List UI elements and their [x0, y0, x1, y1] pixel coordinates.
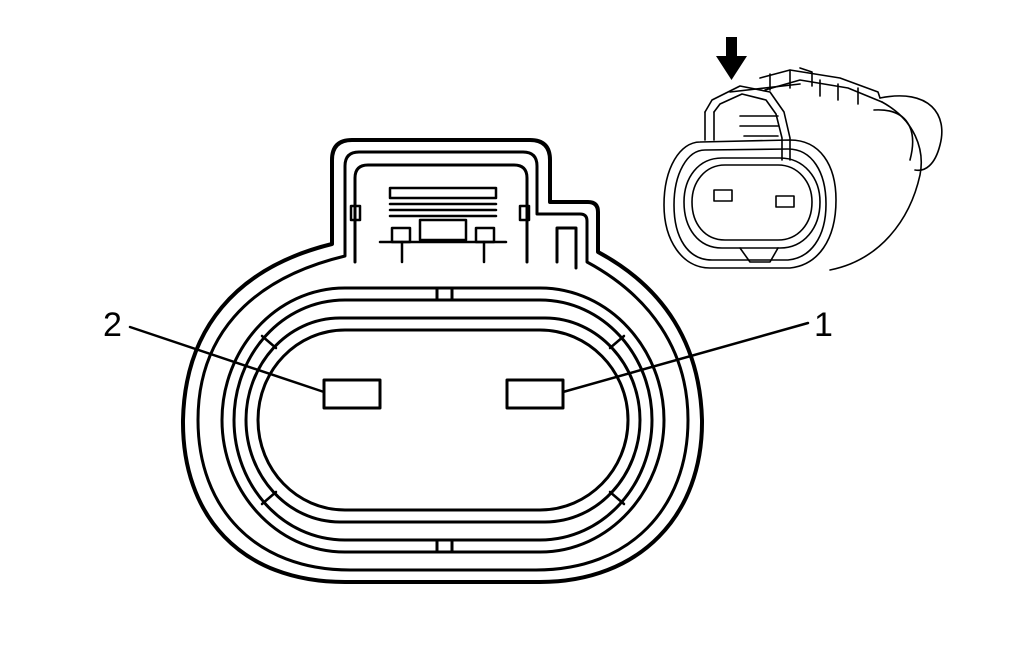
connector-3d-icon [663, 67, 943, 271]
latch-bridge [704, 85, 791, 161]
terminal-3d-right [775, 195, 795, 208]
cavity-tick-tl [260, 334, 278, 350]
seal-inner-ring [232, 298, 654, 542]
terminal-pin-2 [322, 378, 382, 410]
cavity-tick-bl [260, 490, 278, 506]
seal-outer-ring [220, 286, 666, 554]
front-face-outer [663, 139, 837, 269]
connector-face-view [128, 138, 810, 584]
pin-label-1: 1 [814, 306, 833, 344]
cavity-tick-tr [608, 334, 626, 350]
cavity-inner [256, 328, 630, 512]
latch-notch-right [518, 204, 531, 222]
connector-outer-outline [180, 138, 705, 584]
arrow-down-icon [716, 37, 747, 80]
leader-line-pin-2 [128, 325, 326, 394]
terminal-pin-1 [505, 378, 565, 410]
leader-line-pin-1 [561, 321, 810, 394]
latch-window [353, 163, 529, 264]
cavity-outer [244, 316, 642, 524]
terminal-3d-left [713, 189, 733, 202]
latch-notch-left [349, 204, 362, 222]
latch-detail [378, 186, 508, 264]
rear-boot [879, 95, 943, 172]
lock-slot [555, 226, 578, 270]
front-face-inner [683, 157, 821, 249]
pin-label-2: 2 [103, 306, 122, 344]
connector-inner-outline [196, 150, 690, 572]
cavity-tick-br [608, 490, 626, 506]
